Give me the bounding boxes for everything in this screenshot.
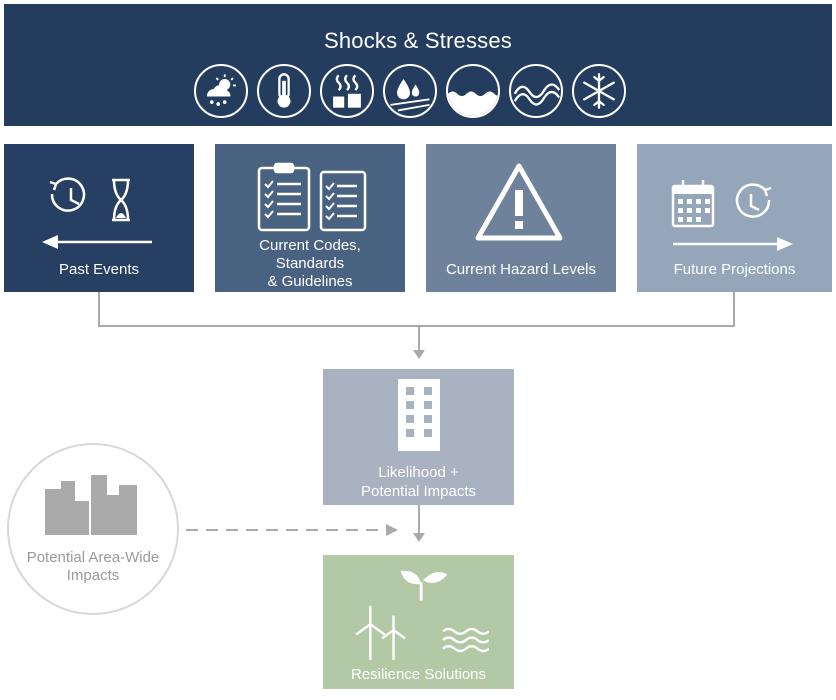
codes-label-line3: & Guidelines	[267, 273, 353, 290]
wave-icon	[509, 64, 563, 118]
likelihood-box: Likelihood + Potential Impacts	[323, 369, 514, 505]
connector-down	[418, 325, 420, 353]
future-projections-label: Future Projections	[673, 261, 796, 278]
hazard-levels-box: Current Hazard Levels	[426, 144, 616, 292]
area-wide-label-line1: Potential Area-Wide	[26, 549, 160, 566]
hazard-levels-label: Current Hazard Levels	[445, 261, 597, 278]
connector-down-2	[418, 505, 420, 535]
flood-icon	[446, 64, 500, 118]
future-projections-box: Future Projections	[637, 144, 832, 292]
likelihood-label-line2: Potential Impacts	[360, 483, 477, 500]
connector-horizontal	[98, 325, 735, 327]
thermometer-icon	[257, 64, 311, 118]
sprout-icon	[400, 570, 448, 601]
clock-hourglass-icon	[49, 177, 130, 222]
arrow-right-icon	[673, 237, 793, 251]
past-events-label: Past Events	[58, 261, 140, 278]
connector-left	[98, 292, 100, 326]
storm-icon	[194, 64, 248, 118]
resilience-solutions-label: Resilience Solutions	[350, 666, 487, 683]
city-skyline-icon	[45, 475, 137, 535]
codes-label-line1: Current Codes,	[259, 237, 361, 254]
warning-icon	[475, 163, 563, 241]
drought-icon	[383, 64, 437, 118]
area-wide-impacts-circle: Potential Area-Wide Impacts	[7, 443, 179, 615]
codes-box: Current Codes, Standards & Guidelines	[215, 144, 405, 292]
shocks-stresses-banner: Shocks & Stresses	[4, 4, 832, 126]
arrowhead-down-1	[413, 350, 425, 359]
dashed-connector	[186, 524, 398, 536]
checklist-icon	[257, 162, 367, 232]
building-icon	[398, 379, 440, 451]
calendar-clock-icon	[671, 180, 772, 228]
connector-right	[733, 292, 735, 326]
banner-title: Shocks & Stresses	[323, 28, 513, 53]
wind-turbine-icon	[355, 605, 406, 661]
water-waves-icon	[442, 627, 489, 653]
arrow-left-icon	[42, 235, 152, 249]
area-wide-label-line2: Impacts	[66, 567, 120, 584]
snowflake-icon	[572, 64, 626, 118]
heat-icon	[320, 64, 374, 118]
past-events-box: Past Events	[4, 144, 194, 292]
arrowhead-down-2	[413, 533, 425, 542]
resilience-solutions-box: Resilience Solutions	[323, 555, 514, 689]
likelihood-label-line1: Likelihood +	[378, 464, 459, 481]
codes-label-line2: Standards	[275, 255, 345, 272]
